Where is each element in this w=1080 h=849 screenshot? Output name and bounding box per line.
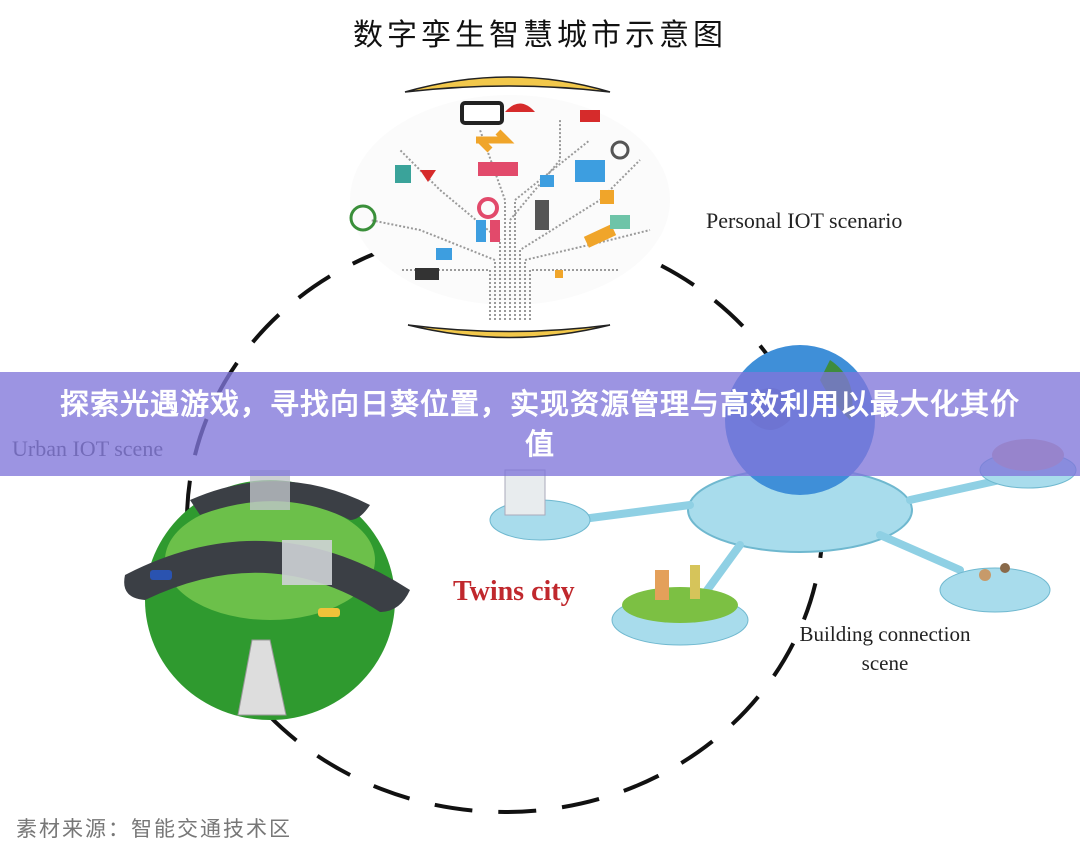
overlay-banner: 探索光遇游戏，寻找向日葵位置，实现资源管理与高效利用以最大化其价值	[0, 372, 1080, 476]
building-connection-label: Building connection scene	[799, 622, 971, 675]
diagram-title: 数字孪生智慧城市示意图	[353, 18, 727, 53]
urban-planet-icon	[124, 470, 410, 720]
twins-city-label: Twins city	[453, 576, 575, 607]
banner-headline: 探索光遇游戏，寻找向日葵位置，实现资源管理与高效利用以最大化其价值	[59, 387, 1020, 461]
source-credit: 素材来源：智能交通技术区	[16, 817, 292, 841]
iot-tree-icon	[349, 76, 670, 339]
personal-iot-label: Personal IOT scenario	[706, 208, 903, 233]
